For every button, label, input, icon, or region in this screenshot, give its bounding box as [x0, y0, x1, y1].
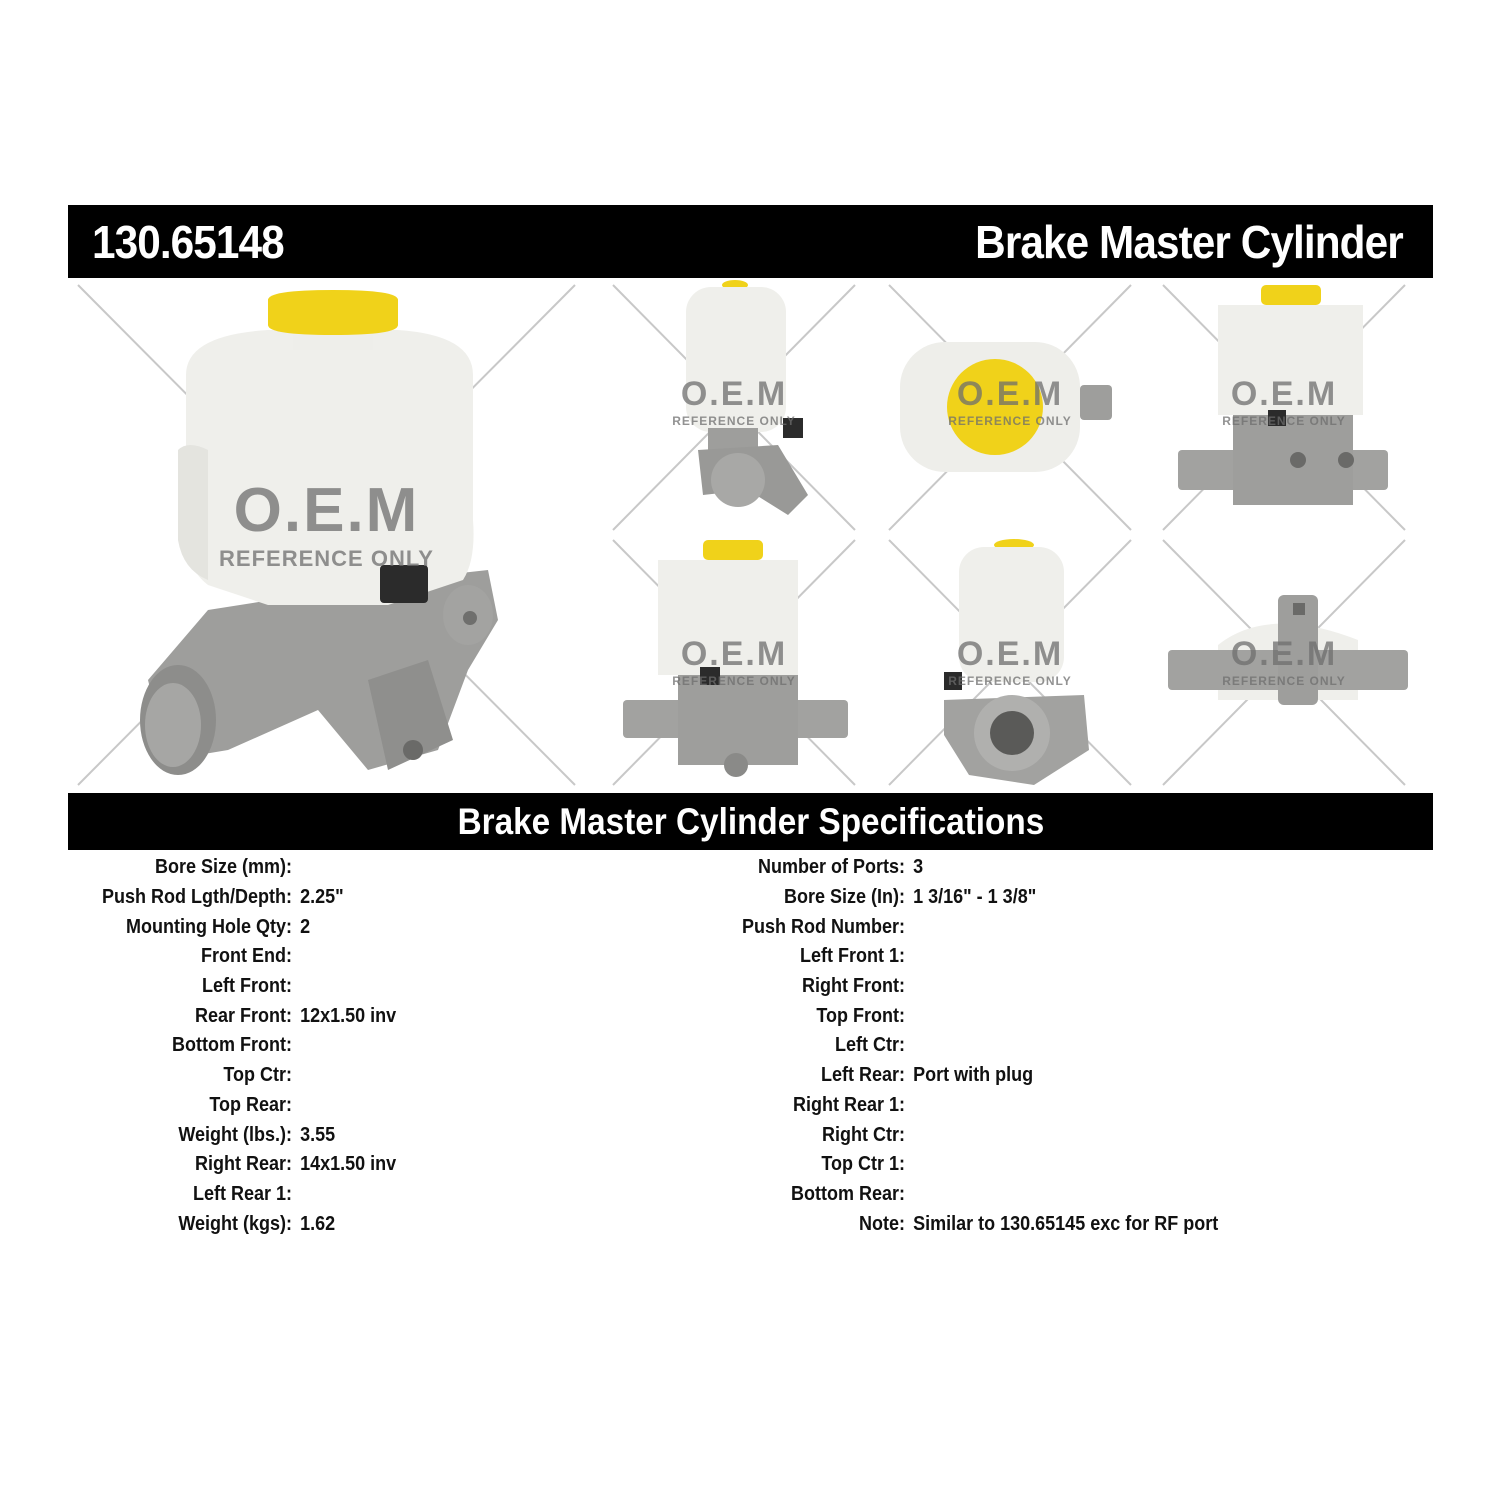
bore-end-view-illustration	[944, 539, 1089, 785]
spec-label: Front End:	[201, 945, 292, 968]
spec-row: Rear Front: 12x1.50 inv	[68, 1001, 408, 1031]
spec-row: Left Ctr:	[700, 1031, 1253, 1061]
master-cylinder-illustration	[140, 290, 498, 775]
spec-label: Bottom Front:	[172, 1034, 292, 1057]
spec-row: Top Front:	[700, 1001, 1253, 1031]
spec-row: Top Rear:	[68, 1091, 408, 1121]
specs-left-column: Bore Size (mm): Push Rod Lgth/Depth: 2.25…	[68, 853, 408, 1239]
product-image-bore-end-view[interactable]: O.E.M REFERENCE ONLY	[884, 535, 1136, 790]
spec-row: Note: Similar to 130.65145 exc for RF por…	[700, 1209, 1253, 1239]
title-bar: 130.65148 Brake Master Cylinder	[68, 205, 1433, 278]
spec-value: 3	[913, 856, 924, 879]
end-view-illustration	[686, 280, 808, 515]
spec-label: Number of Ports:	[757, 856, 905, 879]
spec-row: Right Rear 1:	[700, 1091, 1253, 1121]
spec-value: 12x1.50 inv	[300, 1004, 397, 1027]
spec-label: Right Ctr:	[822, 1123, 905, 1146]
spec-label: Top Ctr:	[223, 1064, 292, 1087]
product-image-top-view[interactable]: O.E.M REFERENCE ONLY	[884, 280, 1136, 535]
spec-label: Weight (kgs):	[178, 1212, 292, 1235]
spec-label: Top Front:	[816, 1004, 905, 1027]
spec-label: Bottom Rear:	[790, 1182, 905, 1205]
spec-label: Right Front:	[802, 975, 905, 998]
spec-row: Weight (lbs.): 3.55	[68, 1120, 408, 1150]
product-image-main[interactable]: O.E.M REFERENCE ONLY	[68, 280, 585, 790]
spec-value: 2.25"	[300, 886, 344, 909]
side-view-illustration	[1178, 285, 1388, 505]
spec-label: Rear Front:	[194, 1004, 292, 1027]
spec-row: Mounting Hole Qty: 2	[68, 912, 408, 942]
spec-row: Bottom Front:	[68, 1031, 408, 1061]
bottom-view-illustration	[1168, 595, 1408, 705]
product-image-bottom-view[interactable]: O.E.M REFERENCE ONLY	[1158, 535, 1410, 790]
spec-row: Bore Size (mm):	[68, 853, 408, 883]
spec-row: Right Rear: 14x1.50 inv	[68, 1150, 408, 1180]
spec-label: Mounting Hole Qty:	[126, 915, 292, 938]
spec-value: 1 3/16" - 1 3/8"	[913, 886, 1037, 909]
product-image-front-view[interactable]: O.E.M REFERENCE ONLY	[608, 535, 860, 790]
front-view-illustration	[623, 540, 848, 777]
specs-right-column: Number of Ports: 3 Bore Size (In): 1 3/16"…	[700, 853, 1253, 1239]
spec-row: Front End:	[68, 942, 408, 972]
specifications-title: Brake Master Cylinder Specifications	[457, 800, 1044, 842]
spec-value: 3.55	[300, 1123, 336, 1146]
product-image-side-view[interactable]: O.E.M REFERENCE ONLY	[1158, 280, 1410, 535]
spec-row: Number of Ports: 3	[700, 853, 1253, 883]
spec-label: Right Rear:	[194, 1153, 292, 1176]
spec-row: Left Rear 1:	[68, 1180, 408, 1210]
product-image-gallery: O.E.M REFERENCE ONLY O.E.M REFERENCE ONL…	[68, 280, 1433, 790]
spec-row: Left Front:	[68, 972, 408, 1002]
spec-row: Left Front 1:	[700, 942, 1253, 972]
spec-label: Left Rear:	[820, 1064, 905, 1087]
spec-value: 1.62	[300, 1212, 336, 1235]
spec-label: Push Rod Number:	[741, 915, 905, 938]
spec-label: Left Front:	[202, 975, 292, 998]
spec-label: Bore Size (In):	[783, 886, 905, 909]
spec-label: Bore Size (mm):	[154, 856, 292, 879]
spec-value: Similar to 130.65145 exc for RF port	[913, 1212, 1219, 1235]
spec-label: Right Rear 1:	[792, 1093, 905, 1116]
spec-row: Push Rod Number:	[700, 912, 1253, 942]
spec-row: Weight (kgs): 1.62	[68, 1209, 408, 1239]
spec-row: Top Ctr:	[68, 1061, 408, 1091]
spec-row: Bore Size (In): 1 3/16" - 1 3/8"	[700, 883, 1253, 913]
spec-row: Push Rod Lgth/Depth: 2.25"	[68, 883, 408, 913]
spec-value: 2	[300, 915, 311, 938]
top-view-illustration	[900, 342, 1112, 472]
spec-label: Weight (lbs.):	[178, 1123, 292, 1146]
spec-label: Note:	[859, 1212, 905, 1235]
spec-row: Left Rear: Port with plug	[700, 1061, 1253, 1091]
spec-label: Left Ctr:	[835, 1034, 905, 1057]
spec-label: Push Rod Lgth/Depth:	[102, 886, 292, 909]
spec-label: Top Ctr 1:	[821, 1153, 905, 1176]
spec-row: Top Ctr 1:	[700, 1150, 1253, 1180]
spec-label: Top Rear:	[209, 1093, 292, 1116]
spec-row: Right Ctr:	[700, 1120, 1253, 1150]
spec-value: 14x1.50 inv	[300, 1153, 397, 1176]
specifications-header: Brake Master Cylinder Specifications	[68, 793, 1433, 850]
spec-label: Left Front 1:	[800, 945, 905, 968]
product-type: Brake Master Cylinder	[975, 215, 1404, 268]
spec-row: Right Front:	[700, 972, 1253, 1002]
part-number: 130.65148	[92, 215, 285, 268]
spec-label: Left Rear 1:	[192, 1182, 292, 1205]
spec-row: Bottom Rear:	[700, 1180, 1253, 1210]
product-image-end-view[interactable]: O.E.M REFERENCE ONLY	[608, 280, 860, 535]
spec-value: Port with plug	[913, 1064, 1034, 1087]
